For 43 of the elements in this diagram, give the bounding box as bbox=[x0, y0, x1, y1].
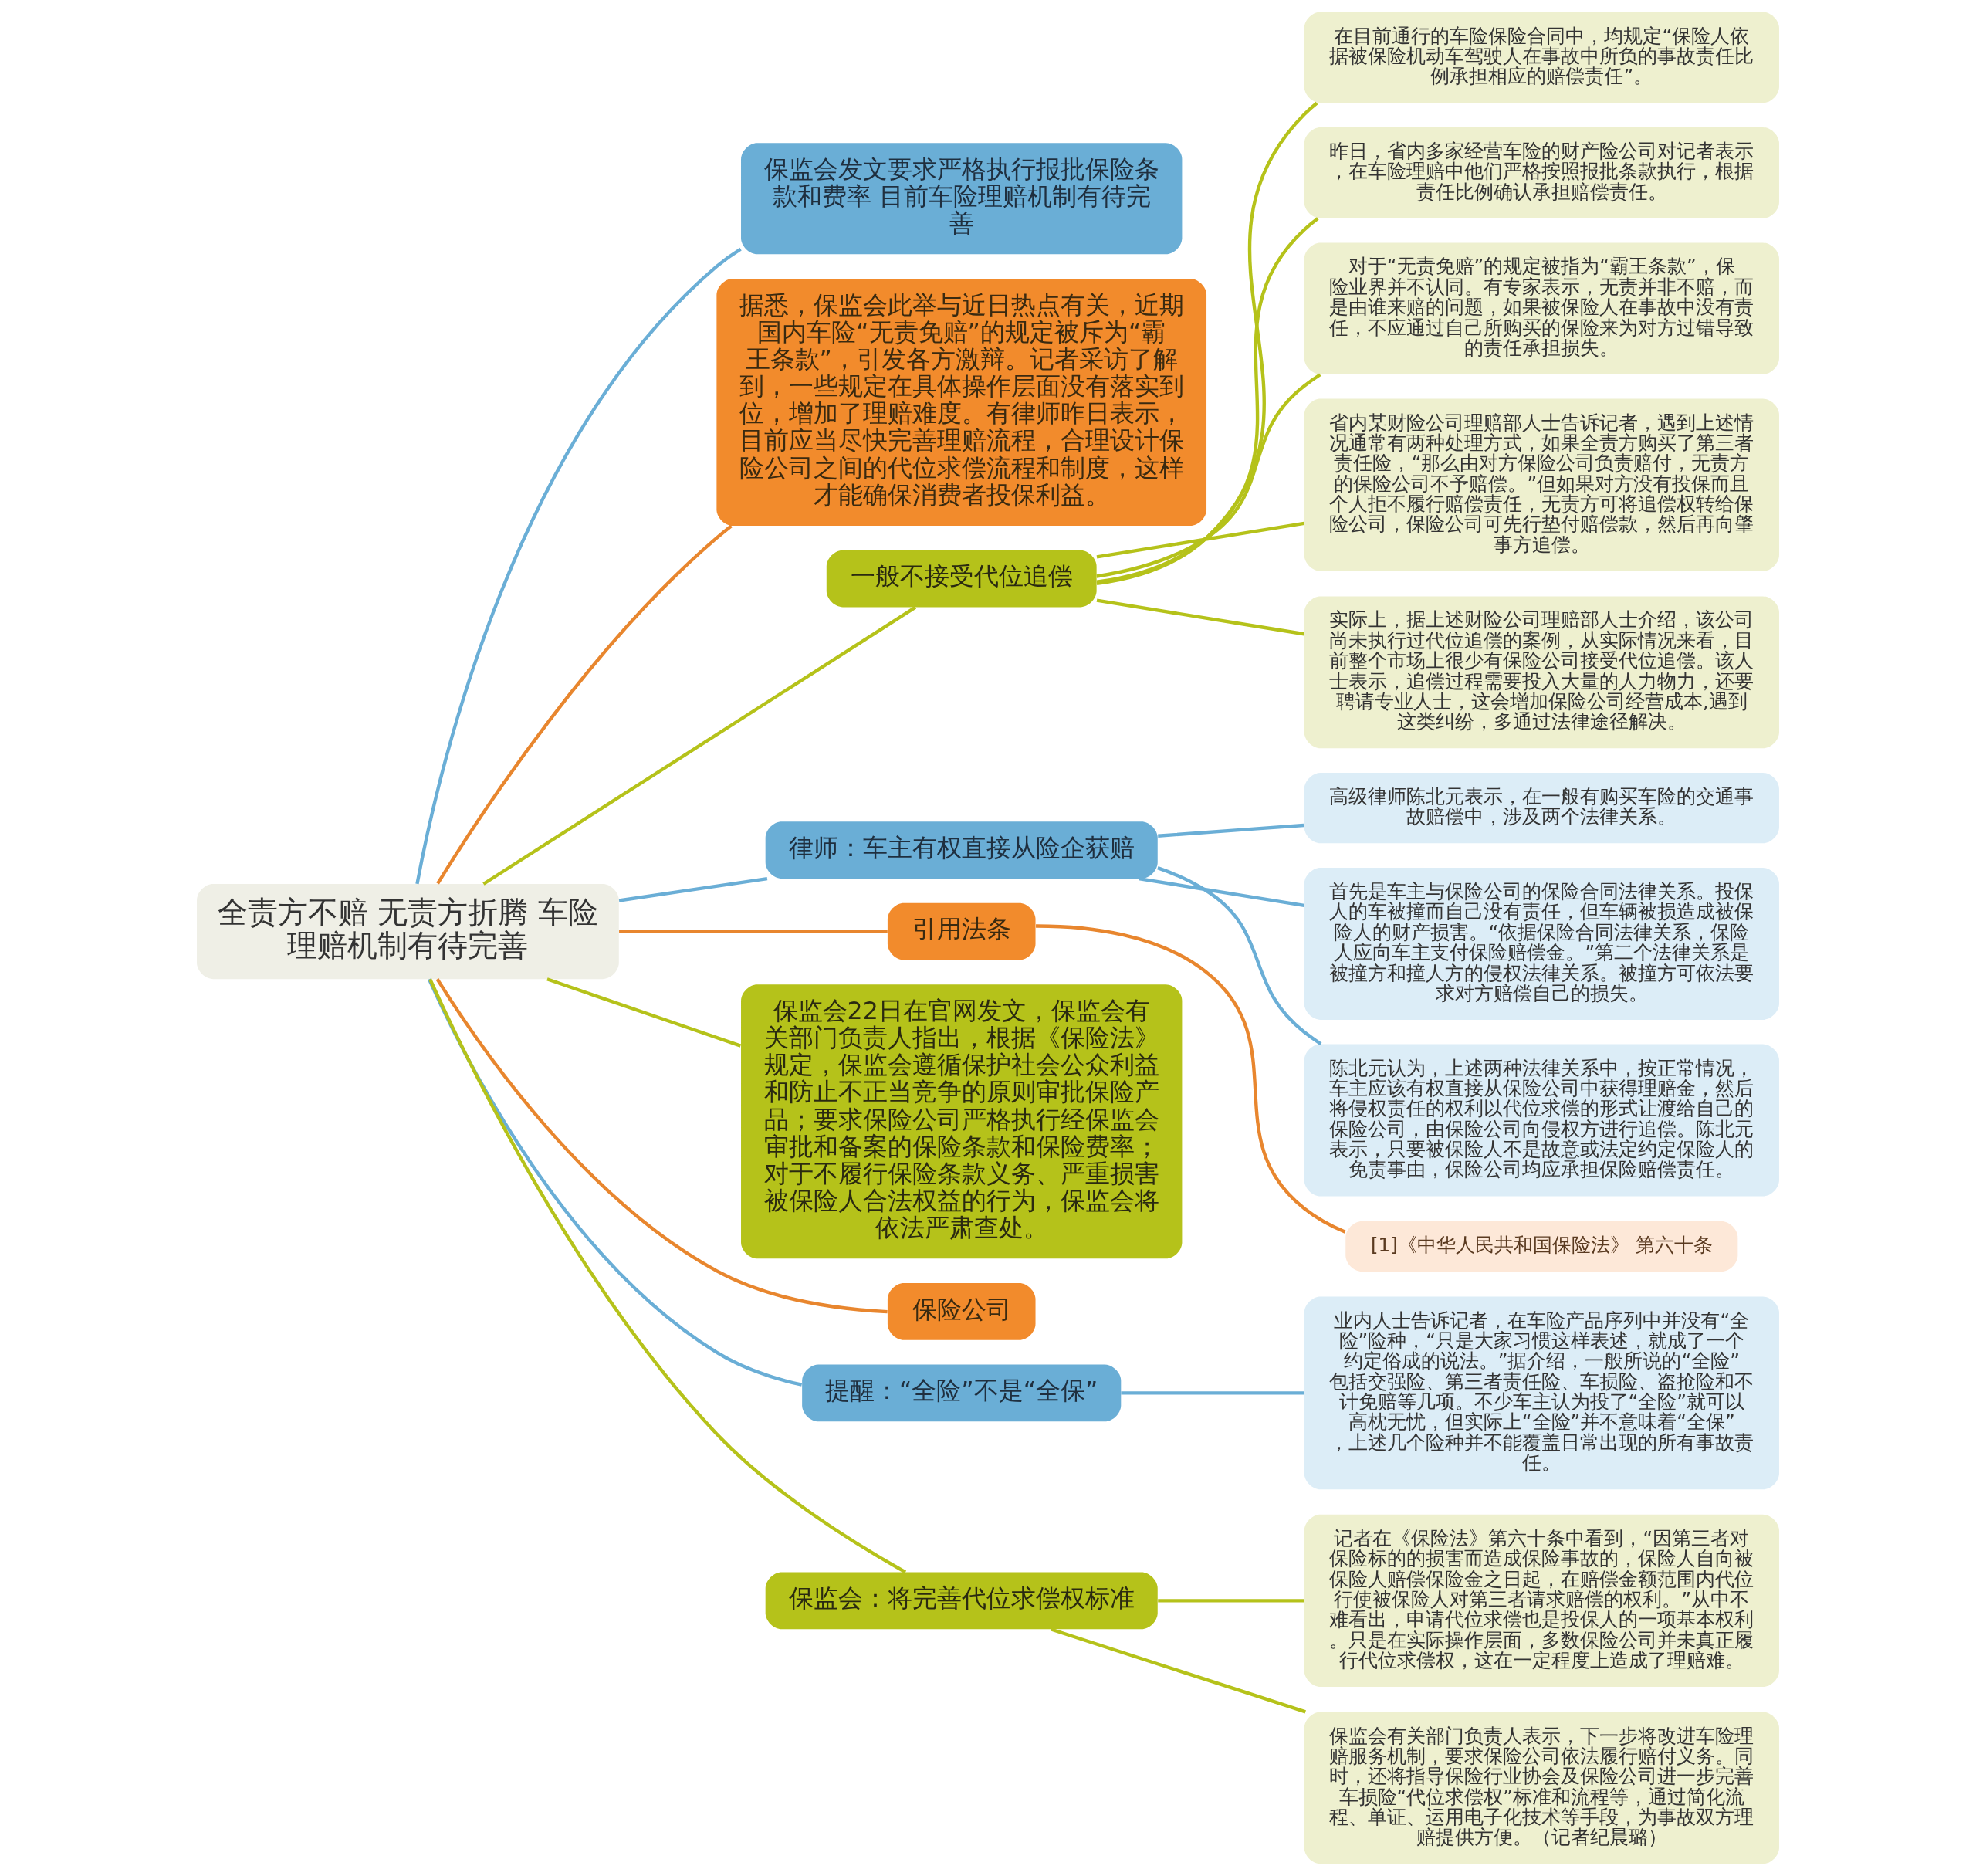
node-box: 律师：车主有权直接从险企获赔 bbox=[765, 821, 1158, 879]
connector bbox=[1157, 866, 1322, 1046]
node-box: [1]《中华人民共和国保险法》 第六十条 bbox=[1345, 1221, 1738, 1272]
node-box: 高级律师陈北元表示，在一般有购买车险的交通事故赔偿中，涉及两个法律关系。 bbox=[1304, 772, 1779, 844]
connector bbox=[436, 524, 733, 885]
node-box: 省内某财险公司理赔部人士告诉记者，遇到上述情况通常有两种处理方式，如果全责方购买了第三者责任险，“那么由对方保险公司负责赔付，无责方的保险公司不予赔偿。”但如果对方没有投保而且个人拒不履行赔偿责任，无责方可将追偿权转给保险公司，保险公司可先行垫付赔偿款，然后再向肇事方追偿。 bbox=[1304, 398, 1779, 571]
connector bbox=[1096, 521, 1304, 559]
connector bbox=[1158, 1599, 1304, 1603]
connector bbox=[1121, 1391, 1304, 1395]
node-box: 在目前通行的车险保险合同中，均规定“保险人依据被保险机动车驾驶人在事故中所负的事故责任比例承担相应的赔偿责任”。 bbox=[1304, 12, 1779, 103]
connector bbox=[618, 876, 768, 902]
node-box: 保险公司 bbox=[887, 1283, 1036, 1340]
node-box: 对于“无责免赔”的规定被指为“霸王条款”，保险业界并不认同。有专家表示，无责并非不赔，而是由谁来赔的问题，如果被保险人在事故中没有责任，不应通过自己所购买的保险来为对方过错导致的责任承担损失。 bbox=[1304, 242, 1779, 374]
node-box: 业内人士告诉记者，在车险产品序列中并没有“全险”险种，“只是大家习惯这样表述，就成了一个约定俗成的说法。”据介绍，一般所说的“全险”包括交强险、第三者责任险、车损险、盗抢险和不计免赔等几项。不少车主认为投了“全险”就可以高枕无忧，但实际上“全险”并不意味着“全保”，上述几个险种并不能覆盖日常出现的所有事故责任。 bbox=[1304, 1296, 1779, 1490]
node-box: 昨日，省内多家经营车险的财产险公司对记者表示，在车险理赔中他们严格按照报批条款执行，根据责任比例确认承担赔偿责任。 bbox=[1304, 127, 1779, 218]
node-box: 保监会：将完善代位求偿权标准 bbox=[765, 1572, 1158, 1630]
node-box: 保监会22日在官网发文，保监会有关部门负责人指出，根据《保险法》规定，保监会遵循保护社会公众利益和防止不正当竞争的原则审批保险产品；要求保险公司严格执行经保监会审批和备案的保险条款和保险费率；对于不履行保险条款义务、严重损害被保险人合法权益的行为，保监会将依法严肃查处。 bbox=[741, 984, 1183, 1259]
node-box: 首先是车主与保险公司的保险合同法律关系。投保人的车被撞而自己没有责任，但车辆被损造成被保险人的财产损害。“依据保险合同法律关系，保险人应向车主支付保险赔偿金。”第二个法律关系是被撞方和撞人方的侵权法律关系。被撞方可依法要求对方赔偿自己的损失。 bbox=[1304, 868, 1779, 1020]
connector bbox=[415, 247, 742, 885]
connector bbox=[619, 930, 888, 933]
connector bbox=[1139, 876, 1304, 907]
connector bbox=[1096, 598, 1304, 636]
connector bbox=[1051, 1627, 1306, 1714]
connector bbox=[427, 978, 803, 1387]
node-box: 一般不接受代位追偿 bbox=[826, 550, 1097, 608]
connector bbox=[428, 978, 907, 1574]
connector bbox=[1096, 101, 1318, 586]
connector bbox=[1096, 217, 1319, 584]
connector bbox=[546, 977, 742, 1048]
node-box: 保监会有关部门负责人表示，下一步将改进车险理赔服务机制，要求保险公司依法履行赔付义务。同时，还将指导保险行业协会及保险公司进一步完善车损险“代位求偿权”标准和流程等，通过简化流程、单证、运用电子化技术等手段，为事故双方理赔提供方便。（记者纪晨璐） bbox=[1304, 1712, 1779, 1864]
node-box: 陈北元认为，上述两种法律关系中，按正常情况，车主应该有权直接从保险公司中获得理赔金，然后将侵权责任的权利以代位求偿的形式让渡给自己的保险公司，由保险公司向侵权方进行追偿。陈北元表示，只要被保险人不是故意或法定约定保险人的免责事由，保险公司均应承担保险赔偿责任。 bbox=[1304, 1044, 1779, 1197]
node-box: 实际上，据上述财险公司理赔部人士介绍，该公司尚未执行过代位追偿的案例，从实际情况来看，目前整个市场上很少有保险公司接受代位追偿。该人士表示，追偿过程需要投入大量的人力物力，还要聘请专业人士，这会增加保险公司经营成本,遇到这类纠纷，多通过法律途径解决。 bbox=[1304, 596, 1779, 749]
connector bbox=[1096, 373, 1321, 578]
node-box: 据悉，保监会此举与近日热点有关，近期国内车险“无责免赔”的规定被斥为“霸王条款”，引发各方激辩。记者采访了解到，一些规定在具体操作层面没有落实到位，增加了理赔难度。有律师昨日表示，目前应当尽快完善理赔流程，合理设计保险公司之间的代位求偿流程和制度，这样才能确保消费者投保利益。 bbox=[716, 279, 1207, 526]
node-box: 记者在《保险法》第六十条中看到，“因第三者对保险标的的损害而造成保险事故的，保险人自向被保险人赔偿保险金之日起，在赔偿金额范围内代位行使被保险人对第三者请求赔偿的权利。”从中不难看出，申请代位求偿也是投保人的一项基本权利。只是在实际操作层面，多数保险公司并未真正履行代位求偿权，这在一定程度上造成了理赔难。 bbox=[1304, 1514, 1779, 1688]
node-box: 引用法条 bbox=[887, 902, 1036, 960]
connector bbox=[1158, 823, 1304, 838]
node-box: 保监会发文要求严格执行报批保险条款和费率 目前车险理赔机制有待完善 bbox=[741, 143, 1183, 255]
connector bbox=[435, 978, 888, 1314]
node-box: 全责方不赔 无责方折腾 车险理赔机制有待完善 bbox=[197, 884, 619, 980]
connector bbox=[482, 605, 917, 886]
node-box: 提醒：“全险”不是“全保” bbox=[802, 1364, 1122, 1422]
connector bbox=[1036, 924, 1346, 1234]
